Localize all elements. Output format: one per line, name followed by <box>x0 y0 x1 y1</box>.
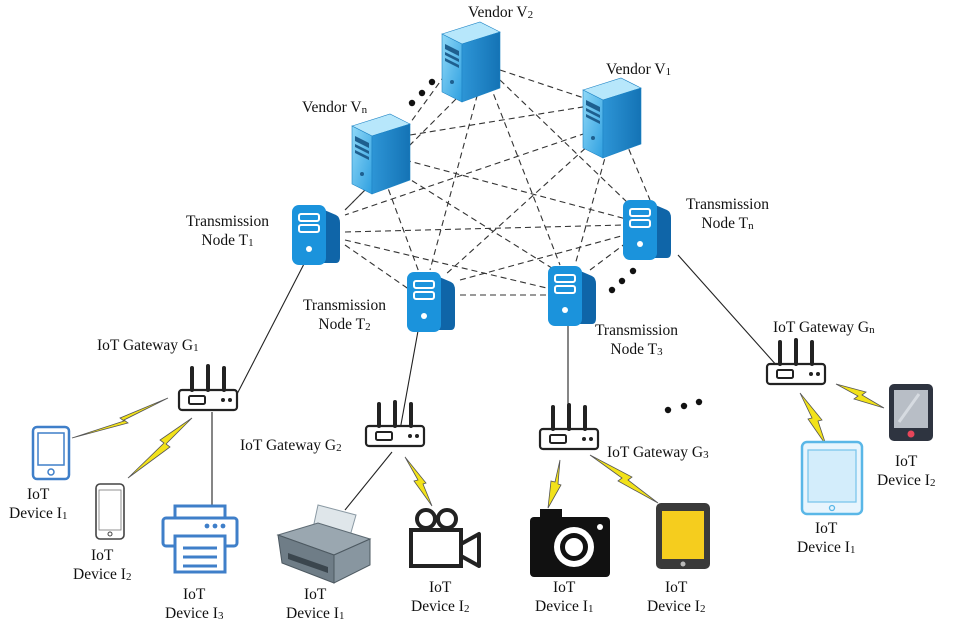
transmission-node-icon <box>622 199 672 261</box>
router-icon <box>765 338 827 386</box>
gateway-label: IoT Gateway Gn <box>773 319 875 336</box>
vendor-label: Vendor V2 <box>468 4 534 21</box>
transmission-node-icon <box>547 265 597 327</box>
ellipsis-dots <box>408 78 703 414</box>
gateway-label: IoT Gateway G3 <box>607 444 709 461</box>
tablet-icon <box>800 440 864 516</box>
camera-icon <box>530 509 610 577</box>
wireless-bolt-icon <box>71 383 885 509</box>
printer-icon <box>161 504 239 574</box>
tablet-icon <box>656 503 710 569</box>
vendor-label: Vendor Vn <box>302 99 368 116</box>
vendor-label: Vendor V1 <box>606 61 672 78</box>
inkjet-printer-icon <box>276 504 372 584</box>
vendor-server-icon <box>351 113 411 195</box>
smartphone-icon <box>95 483 125 540</box>
router-icon <box>177 364 239 412</box>
vendor-server-icon <box>582 77 642 159</box>
transmission-node-icon <box>291 204 341 266</box>
tablet-icon <box>31 425 71 481</box>
solid-links <box>211 254 779 511</box>
router-icon <box>364 400 426 448</box>
smartphone-icon <box>889 384 933 441</box>
transmission-node-icon <box>406 271 456 333</box>
gateway-label: IoT Gateway G1 <box>97 337 199 354</box>
router-icon <box>538 403 600 451</box>
video-camera-icon <box>409 508 481 568</box>
gateway-label: IoT Gateway G2 <box>240 437 342 454</box>
vendor-server-icon <box>441 21 501 103</box>
